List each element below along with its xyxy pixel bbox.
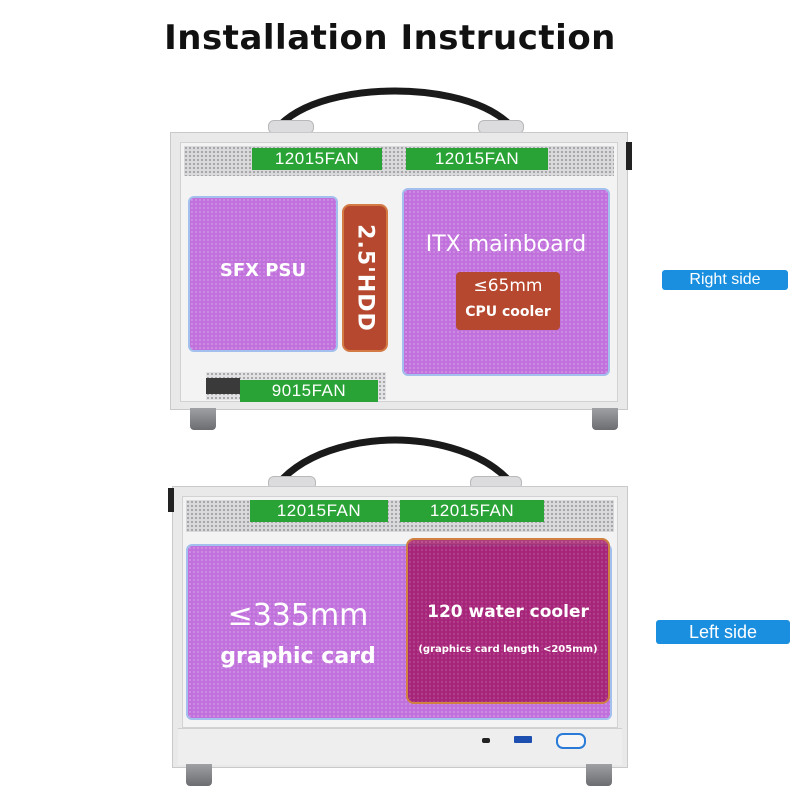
left-foot-left — [186, 764, 212, 786]
left-carry-handle — [274, 436, 516, 488]
left-front-panel — [178, 728, 622, 765]
water-cooler-zone: 120 water cooler (graphics card length <… — [406, 538, 610, 704]
left-foot-right — [586, 764, 612, 786]
right-carry-handle — [276, 87, 514, 129]
psu-label: SFX PSU — [219, 260, 307, 281]
right-side-label: Right side — [662, 270, 788, 290]
water-cooler-label: 120 water cooler — [427, 602, 589, 622]
right-foot-right — [592, 408, 618, 430]
audio-port[interactable] — [482, 738, 490, 743]
water-cooler-note: (graphics card length <205mm) — [418, 644, 598, 655]
power-button[interactable] — [556, 733, 586, 749]
gpu-length-label: ≤335mm — [227, 598, 369, 633]
cpu-cooler-zone: ≤65mm CPU cooler — [456, 272, 560, 330]
right-foot-left — [190, 408, 216, 430]
mainboard-label: ITX mainboard — [425, 232, 587, 257]
cpu-cooler-height: ≤65mm — [473, 276, 543, 296]
psu-zone: SFX PSU — [188, 196, 338, 352]
hdd-label: 2.5'HDD — [352, 224, 378, 332]
right-top-vent-mesh — [184, 146, 614, 176]
left-side-label: Left side — [656, 620, 790, 644]
right-fan-bottom: 9015FAN — [240, 380, 378, 402]
cpu-cooler-label: CPU cooler — [465, 304, 551, 320]
left-side-latch — [168, 488, 174, 512]
usb-port[interactable] — [514, 736, 532, 743]
right-side-latch — [626, 142, 632, 170]
left-fan-top-left: 12015FAN — [250, 500, 388, 522]
right-bottom-bracket — [206, 378, 240, 394]
right-fan-top-right: 12015FAN — [406, 148, 548, 170]
page-title: Installation Instruction — [164, 18, 616, 58]
hdd-bay: 2.5'HDD — [342, 204, 388, 352]
gpu-label: graphic card — [220, 644, 376, 669]
right-fan-top-left: 12015FAN — [252, 148, 382, 170]
left-fan-top-right: 12015FAN — [400, 500, 544, 522]
